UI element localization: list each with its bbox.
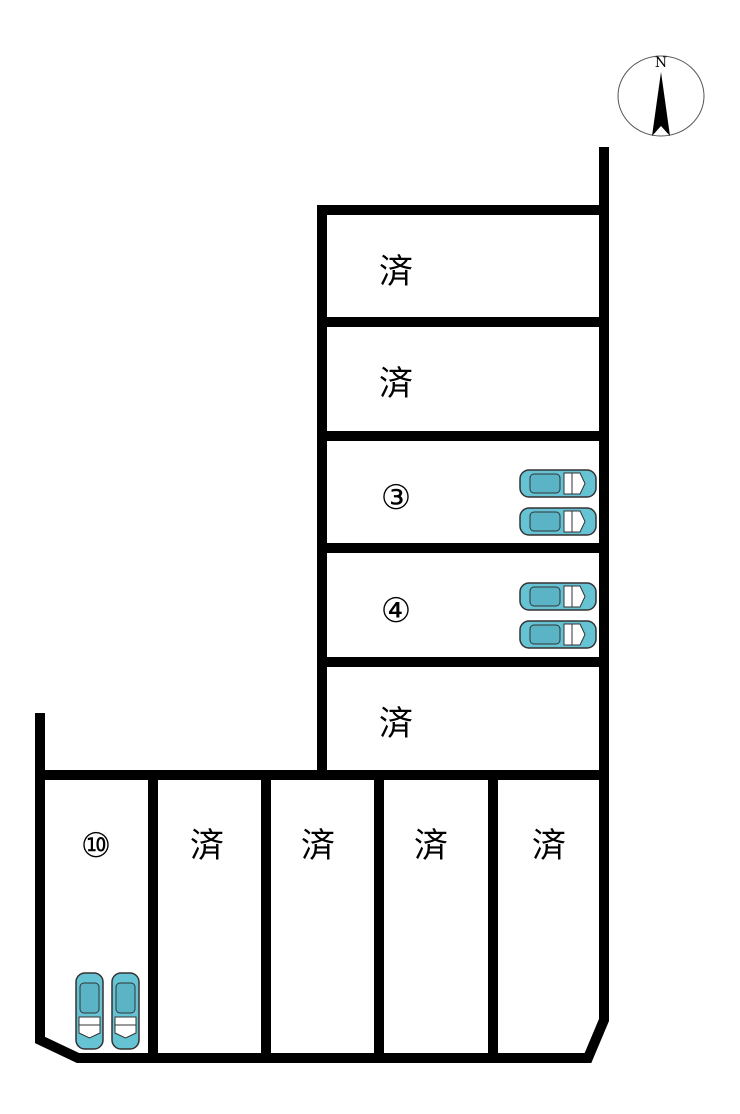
- lot-7-label: 済: [301, 826, 335, 866]
- lot-10-car-icon: [75, 972, 104, 1050]
- north-compass-icon: N: [617, 55, 705, 137]
- lot-4-car-icon: [519, 620, 597, 649]
- lot-8-label: 済: [414, 826, 448, 866]
- lot-3-car-icon: [519, 507, 597, 536]
- lot-4-car-icon: [519, 582, 597, 611]
- lot-5-label: 済: [379, 704, 413, 744]
- lot-10-car-icon: [111, 972, 140, 1050]
- lot-6-label: 済: [190, 826, 224, 866]
- lot-3-car-icon: [519, 469, 597, 498]
- lot-4-label: ④: [381, 591, 411, 631]
- lot-10-label: ⑩: [81, 826, 111, 866]
- lot-boundaries: [35, 147, 609, 1063]
- lot-1-label: 済: [379, 252, 413, 292]
- lot-9-label: 済: [532, 826, 566, 866]
- lot-2-label: 済: [379, 364, 413, 404]
- lot-3-label: ③: [381, 478, 411, 518]
- compass-north-label: N: [655, 55, 667, 71]
